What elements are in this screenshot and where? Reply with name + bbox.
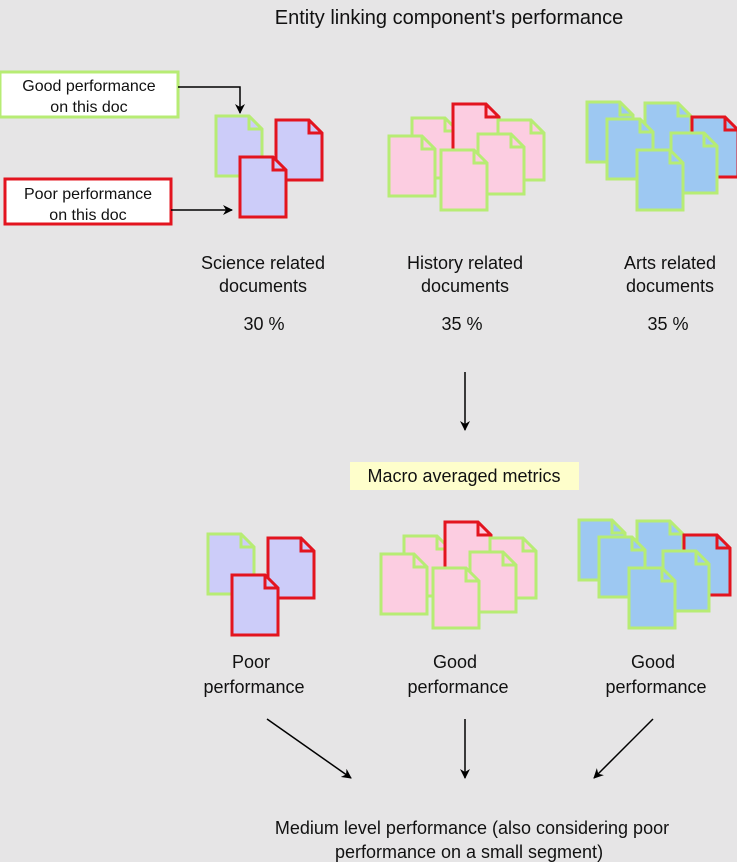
share-history: 35 % bbox=[441, 314, 482, 334]
verdict-arts-line1: Good bbox=[631, 652, 675, 672]
diagram-title: Entity linking component's performance bbox=[275, 7, 623, 29]
macro-label: Macro averaged metrics bbox=[367, 466, 560, 486]
document-stacks-bottom bbox=[206, 518, 732, 637]
science-document-icon-result-3 bbox=[230, 573, 280, 637]
document-stacks-top bbox=[214, 100, 737, 219]
verdict-science-line1: Poor bbox=[232, 652, 270, 672]
arrow-arts-to-conclusion bbox=[593, 718, 654, 779]
category-history-line1: History related bbox=[407, 253, 523, 273]
legend-good-line2: on this doc bbox=[50, 99, 127, 116]
history-document-icon-4 bbox=[387, 134, 437, 198]
share-science: 30 % bbox=[243, 314, 284, 334]
macro-highlight bbox=[350, 462, 579, 490]
history-document-icon-result-4 bbox=[379, 552, 429, 616]
category-science-line2: documents bbox=[219, 276, 307, 296]
verdict-history-line1: Good bbox=[433, 652, 477, 672]
history-document-icon-6 bbox=[439, 148, 489, 212]
category-arts-line2: documents bbox=[626, 276, 714, 296]
verdict-arts-line2: performance bbox=[605, 677, 706, 697]
legend-good-line1: Good performance bbox=[22, 78, 156, 95]
category-science-line1: Science related bbox=[201, 253, 325, 273]
legend-poor-line2: on this doc bbox=[49, 207, 126, 224]
share-arts: 35 % bbox=[647, 314, 688, 334]
conclusion-line1: Medium level performance (also consideri… bbox=[275, 818, 669, 838]
legend-good-box bbox=[0, 70, 180, 119]
conclusion-line2: performance on a small segment) bbox=[335, 842, 603, 862]
arts-document-icon-6 bbox=[635, 148, 685, 212]
science-document-icon-3 bbox=[238, 155, 288, 219]
verdict-history-line2: performance bbox=[407, 677, 508, 697]
legend-poor-box bbox=[3, 177, 173, 226]
verdict-science-line2: performance bbox=[203, 677, 304, 697]
legend-poor-line1: Poor performance bbox=[24, 186, 152, 203]
legend-good: Good performance on this doc bbox=[0, 70, 180, 119]
history-document-icon-result-6 bbox=[431, 566, 481, 630]
category-arts-line1: Arts related bbox=[624, 253, 716, 273]
legend-good-arrow bbox=[178, 86, 245, 114]
arts-document-icon-result-6 bbox=[627, 566, 677, 630]
category-history-line2: documents bbox=[421, 276, 509, 296]
arrow-science-to-conclusion bbox=[266, 718, 352, 779]
legend-poor: Poor performance on this doc bbox=[3, 177, 173, 226]
